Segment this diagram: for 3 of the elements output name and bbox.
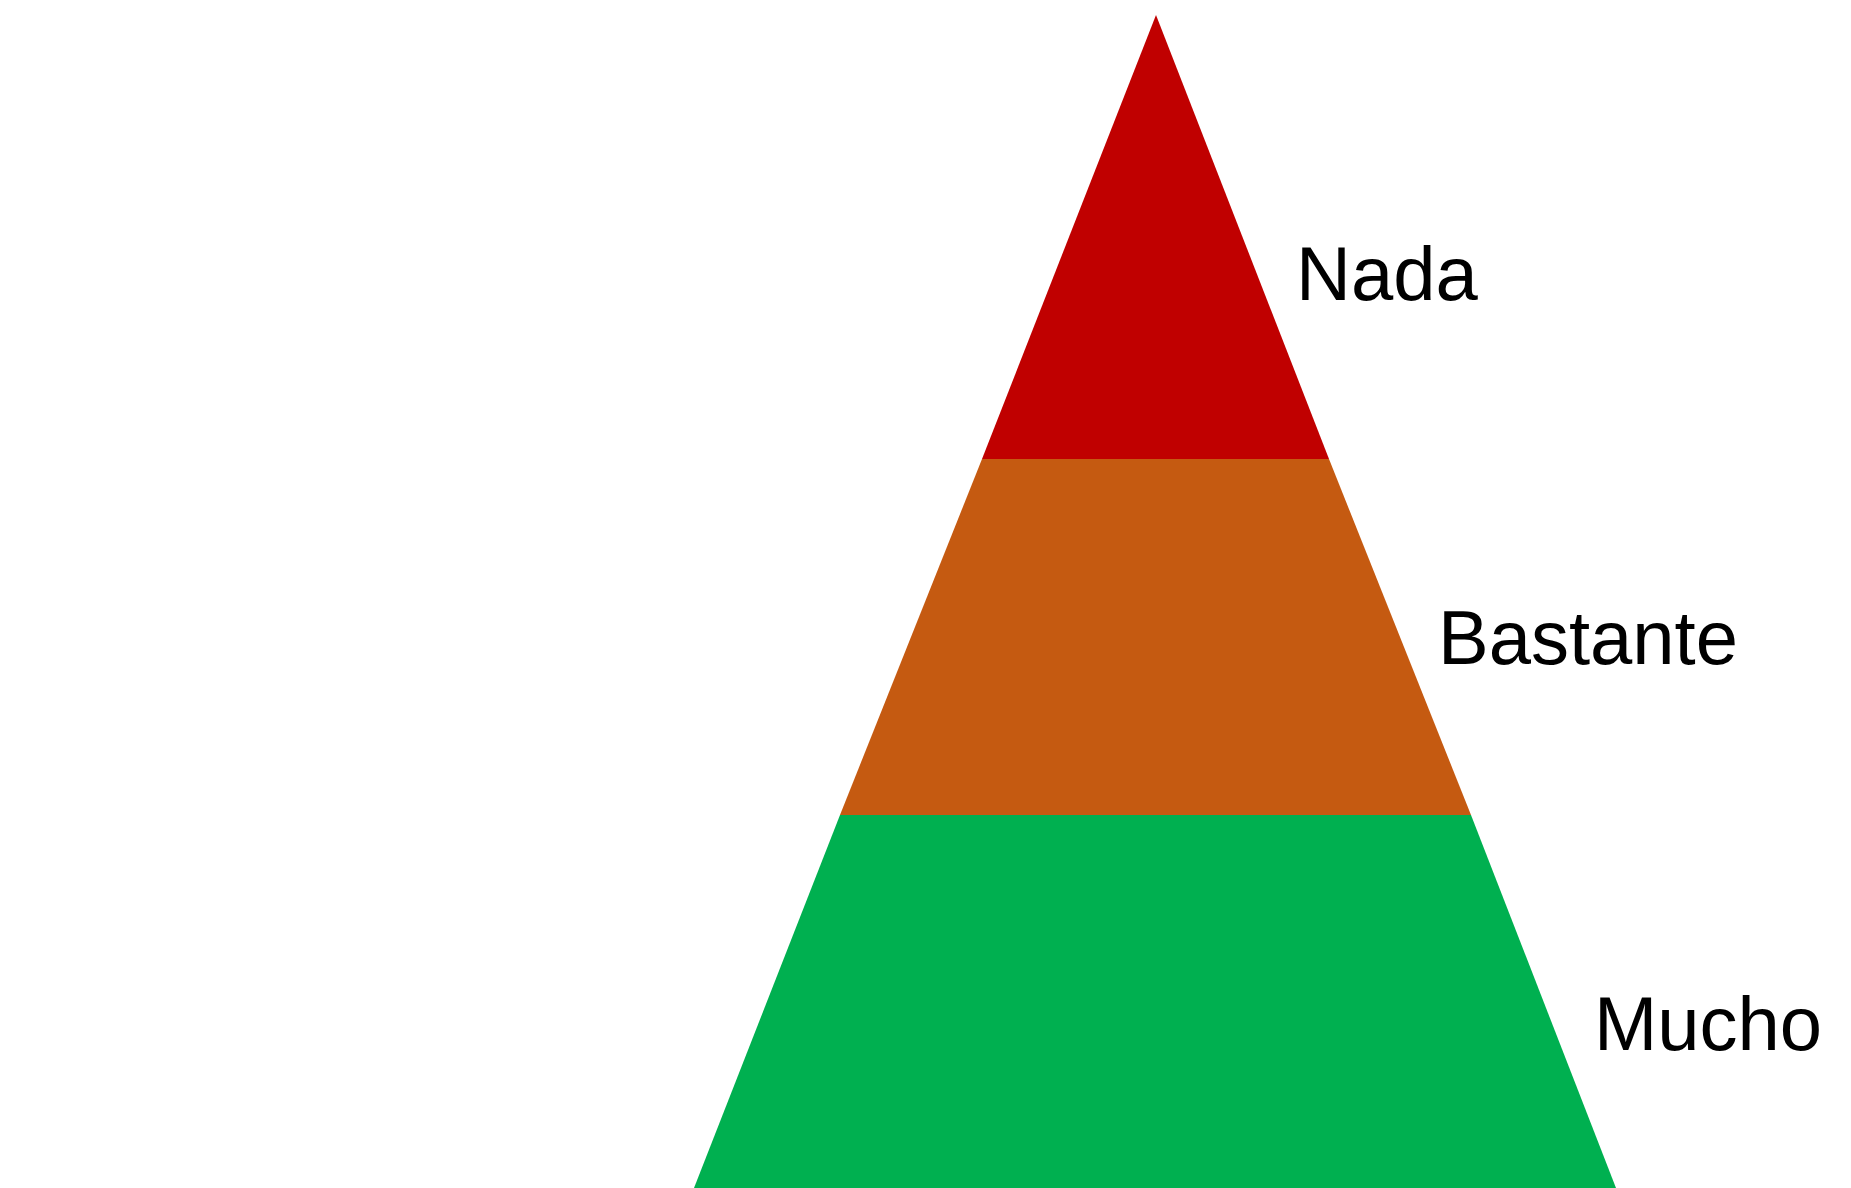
- tier-label: Nada: [1296, 236, 1478, 312]
- tier-label: Bastante: [1438, 600, 1738, 676]
- tier-label: Mucho: [1594, 986, 1823, 1062]
